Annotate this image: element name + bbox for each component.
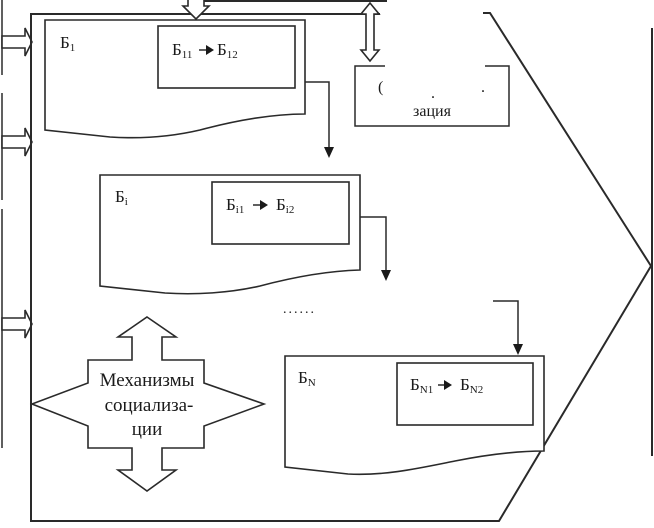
block-n-inner-box (396, 362, 534, 426)
ellipsis: ...... (283, 302, 316, 317)
mechanisms-label-line-3: ции (132, 419, 163, 440)
block-n-transition-target: БN2 (460, 375, 483, 396)
outer-frame (30, 12, 653, 522)
socialization-box-label: зация (413, 103, 452, 120)
block-1: Б1 Б11 Б12 (44, 19, 306, 139)
block-i-inner-box (211, 181, 350, 245)
input-arrow-2-icon (1, 127, 33, 157)
block-i-transition-target: Бi2 (276, 195, 294, 216)
block-n-label: БN (298, 368, 316, 389)
four-way-arrow-icon (29, 316, 267, 492)
mechanisms: Механизмы социализа- ции (29, 316, 267, 492)
block-i-transition-arrow-icon (253, 200, 268, 210)
socialization-box: ( . . зация (354, 65, 510, 127)
mechanisms-label-line-1: Механизмы (100, 370, 195, 391)
mechanisms-label-line-2: социализа- (105, 395, 194, 416)
input-arrow-1-icon (1, 27, 33, 57)
vertical-double-arrow-icon (359, 1, 381, 63)
socialization-box-fragment-3: . (481, 79, 485, 96)
block-1-transition: Б11 (172, 40, 192, 61)
block-1-label: Б1 (60, 33, 75, 54)
block-i: Бi Бi1 Бi2 (99, 174, 361, 295)
connector-bi-next (360, 216, 391, 281)
block-1-transition-target: Б12 (217, 40, 238, 61)
block-1-transition-arrow-icon (199, 45, 214, 55)
input-arrow-3-icon (1, 309, 33, 339)
block-n-transition: БN1 (410, 375, 433, 396)
socialization-box-fragment-1: ( (378, 79, 383, 96)
top-down-arrow-icon (181, 0, 211, 21)
input-arrows (1, 27, 33, 339)
block-n-transition-arrow-icon (438, 380, 452, 390)
connector-b1-bi (305, 81, 334, 158)
block-i-label: Бi (115, 187, 128, 208)
block-1-inner-box (157, 25, 296, 89)
block-i-transition: Бi1 (226, 195, 244, 216)
connector-prev-bn (493, 300, 523, 355)
socialization-box-fragment-2: . (431, 85, 435, 102)
block-n: БN БN1 БN2 (284, 355, 545, 476)
